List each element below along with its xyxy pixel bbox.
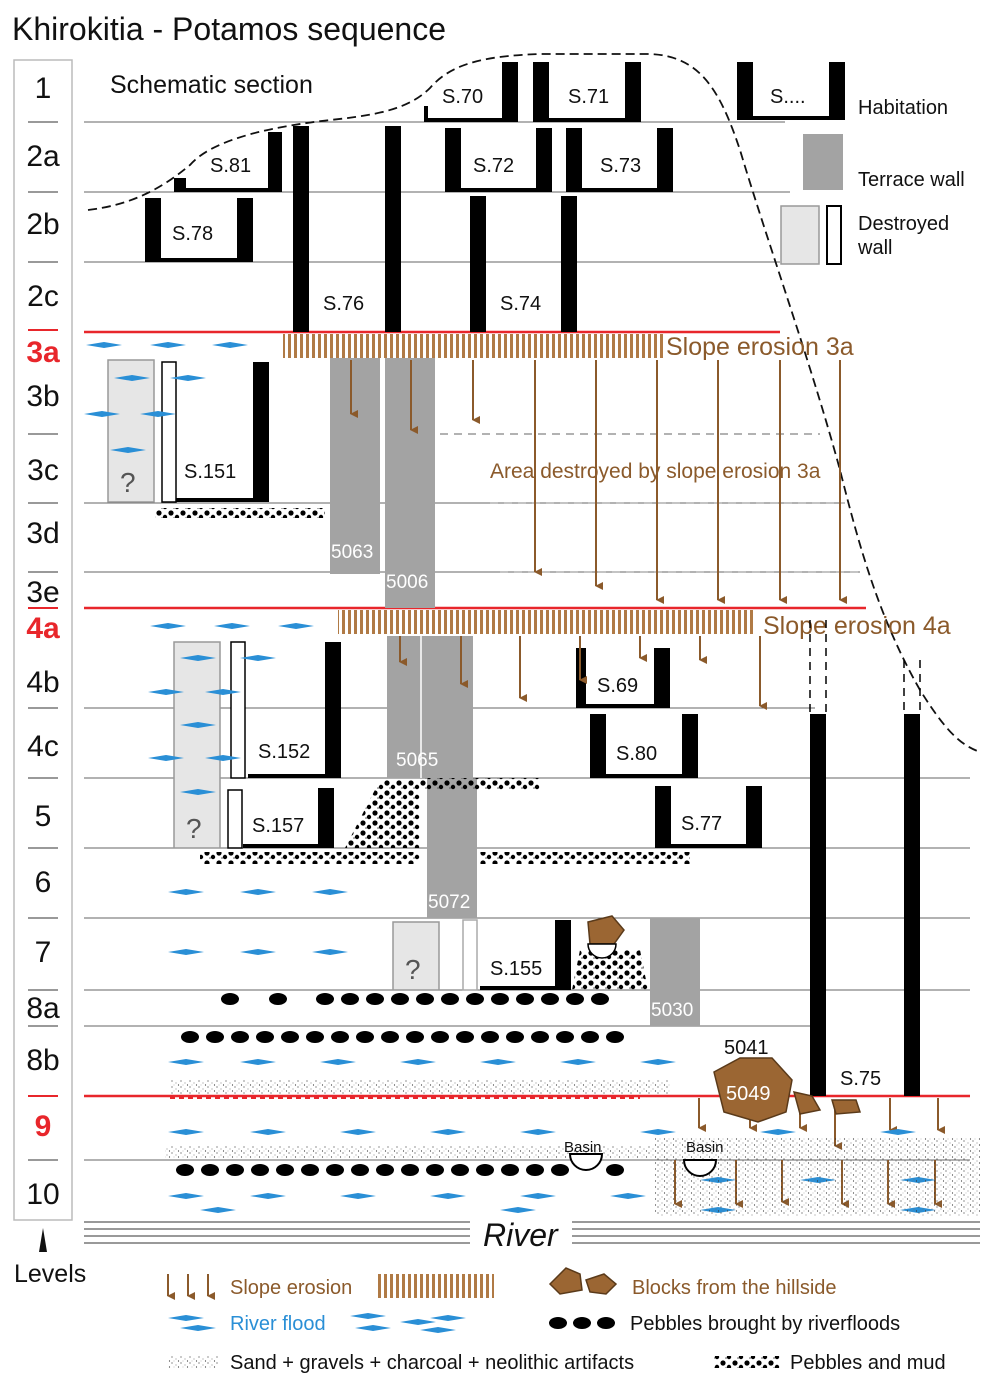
legend-river-flood: River flood xyxy=(230,1313,326,1335)
legend-pebbles-mud: Pebbles and mud xyxy=(790,1352,946,1374)
level-label: 3b xyxy=(26,380,59,413)
terrace-wall-legend-icon xyxy=(803,134,843,190)
terrace-label: 5030 xyxy=(651,1000,693,1021)
level-label: 2c xyxy=(27,280,59,313)
basin-label: Basin xyxy=(686,1139,724,1156)
destroyed-wall-legend-icon xyxy=(827,206,841,264)
terrace-label: 5065 xyxy=(396,750,438,771)
level-label: 4b xyxy=(26,666,59,699)
structure-label: S.80 xyxy=(616,743,657,765)
terrace-label: 5063 xyxy=(331,542,373,563)
legend-pebbles: Pebbles brought by riverfloods xyxy=(630,1313,900,1335)
erosion-label-3a: Slope erosion 3a xyxy=(666,333,854,361)
legend-destroyed: Destroyed xyxy=(858,213,949,235)
structure-label: S.72 xyxy=(473,155,514,177)
structure-label: S.73 xyxy=(600,155,641,177)
pebbles-legend-icon xyxy=(549,1317,615,1329)
unknown-mark: ? xyxy=(120,467,136,498)
level-label: 8a xyxy=(26,992,60,1025)
unknown-mark: ? xyxy=(186,813,202,844)
legend-habitation: Habitation xyxy=(858,97,948,119)
structure-label: S.74 xyxy=(500,293,541,315)
structure-label: S.78 xyxy=(172,223,213,245)
levels-arrow-icon xyxy=(39,1228,47,1252)
structure-label: S.69 xyxy=(597,675,638,697)
structure-label: S.76 xyxy=(323,293,364,315)
destroyed-wall-legend-icon xyxy=(781,206,819,264)
structure-label: S.70 xyxy=(442,86,483,108)
level-label: 7 xyxy=(35,936,52,969)
section-label: Schematic section xyxy=(110,71,313,99)
structure-label: S.75 xyxy=(840,1068,881,1090)
title: Khirokitia - Potamos sequence xyxy=(12,11,446,47)
erosion-area-label: Area destroyed by slope erosion 3a xyxy=(490,460,821,483)
erosion-hatch-icon xyxy=(376,1274,494,1298)
level-label: 3d xyxy=(26,517,59,550)
slope-erosion-arrows-icon xyxy=(168,1274,208,1296)
legend-slope-erosion: Slope erosion xyxy=(230,1277,352,1299)
structure-labels: S.70 S.71 S.... S.81 S.72 S.73 S.78 S.76… xyxy=(172,86,881,1090)
erosion-band-4a xyxy=(338,610,753,634)
level-label: 1 xyxy=(35,72,52,105)
unknown-mark: ? xyxy=(405,954,421,985)
sand-band xyxy=(170,1080,670,1094)
level-label: 3e xyxy=(26,576,59,609)
level-label: 2b xyxy=(26,208,59,241)
structure-label: S.77 xyxy=(681,813,722,835)
level-label: 10 xyxy=(26,1178,59,1211)
structure-label: S.81 xyxy=(210,155,251,177)
legend-blocks: Blocks from the hillside xyxy=(632,1277,837,1299)
block-label: 5049 xyxy=(726,1083,771,1105)
terrace-label: 5006 xyxy=(386,572,428,593)
level-label: 3c xyxy=(27,454,59,487)
basin-shape xyxy=(570,1154,602,1170)
structure-label: S.157 xyxy=(252,815,304,837)
basin-label: Basin xyxy=(564,1139,602,1156)
block-label: 5041 xyxy=(724,1037,769,1059)
structure-label: S.152 xyxy=(258,741,310,763)
blocks-legend-icon xyxy=(550,1268,582,1294)
level-label: 8b xyxy=(26,1044,59,1077)
level-label: 4c xyxy=(27,730,59,763)
terrace-label: 5072 xyxy=(428,892,470,913)
sand-legend-icon xyxy=(168,1356,218,1368)
level-label: 5 xyxy=(35,800,52,833)
level-label: 6 xyxy=(35,866,52,899)
levels-caption: Levels xyxy=(14,1260,86,1288)
erosion-label-4a: Slope erosion 4a xyxy=(763,612,951,640)
erosion-band-3a xyxy=(283,334,663,358)
structure-label: S.155 xyxy=(490,958,542,980)
legend-destroyed: wall xyxy=(857,237,892,259)
blocks-legend-icon xyxy=(586,1274,616,1294)
level-label: 2a xyxy=(26,140,60,173)
pebbles-mud-legend-icon xyxy=(714,1356,780,1368)
structure-label: S.151 xyxy=(184,461,236,483)
structure-label: S.... xyxy=(770,86,806,108)
terrace-walls xyxy=(330,358,700,1026)
level-label: 3a xyxy=(26,336,60,369)
structure-label: S.71 xyxy=(568,86,609,108)
legend-bottom: Slope erosion Blocks from the hillside R… xyxy=(168,1268,946,1374)
level-label: 4a xyxy=(26,612,60,645)
legend-sand: Sand + gravels + charcoal + neolithic ar… xyxy=(230,1352,634,1374)
level-label: 9 xyxy=(35,1110,52,1143)
river-label: River xyxy=(483,1217,559,1253)
legend-terrace: Terrace wall xyxy=(858,169,965,191)
